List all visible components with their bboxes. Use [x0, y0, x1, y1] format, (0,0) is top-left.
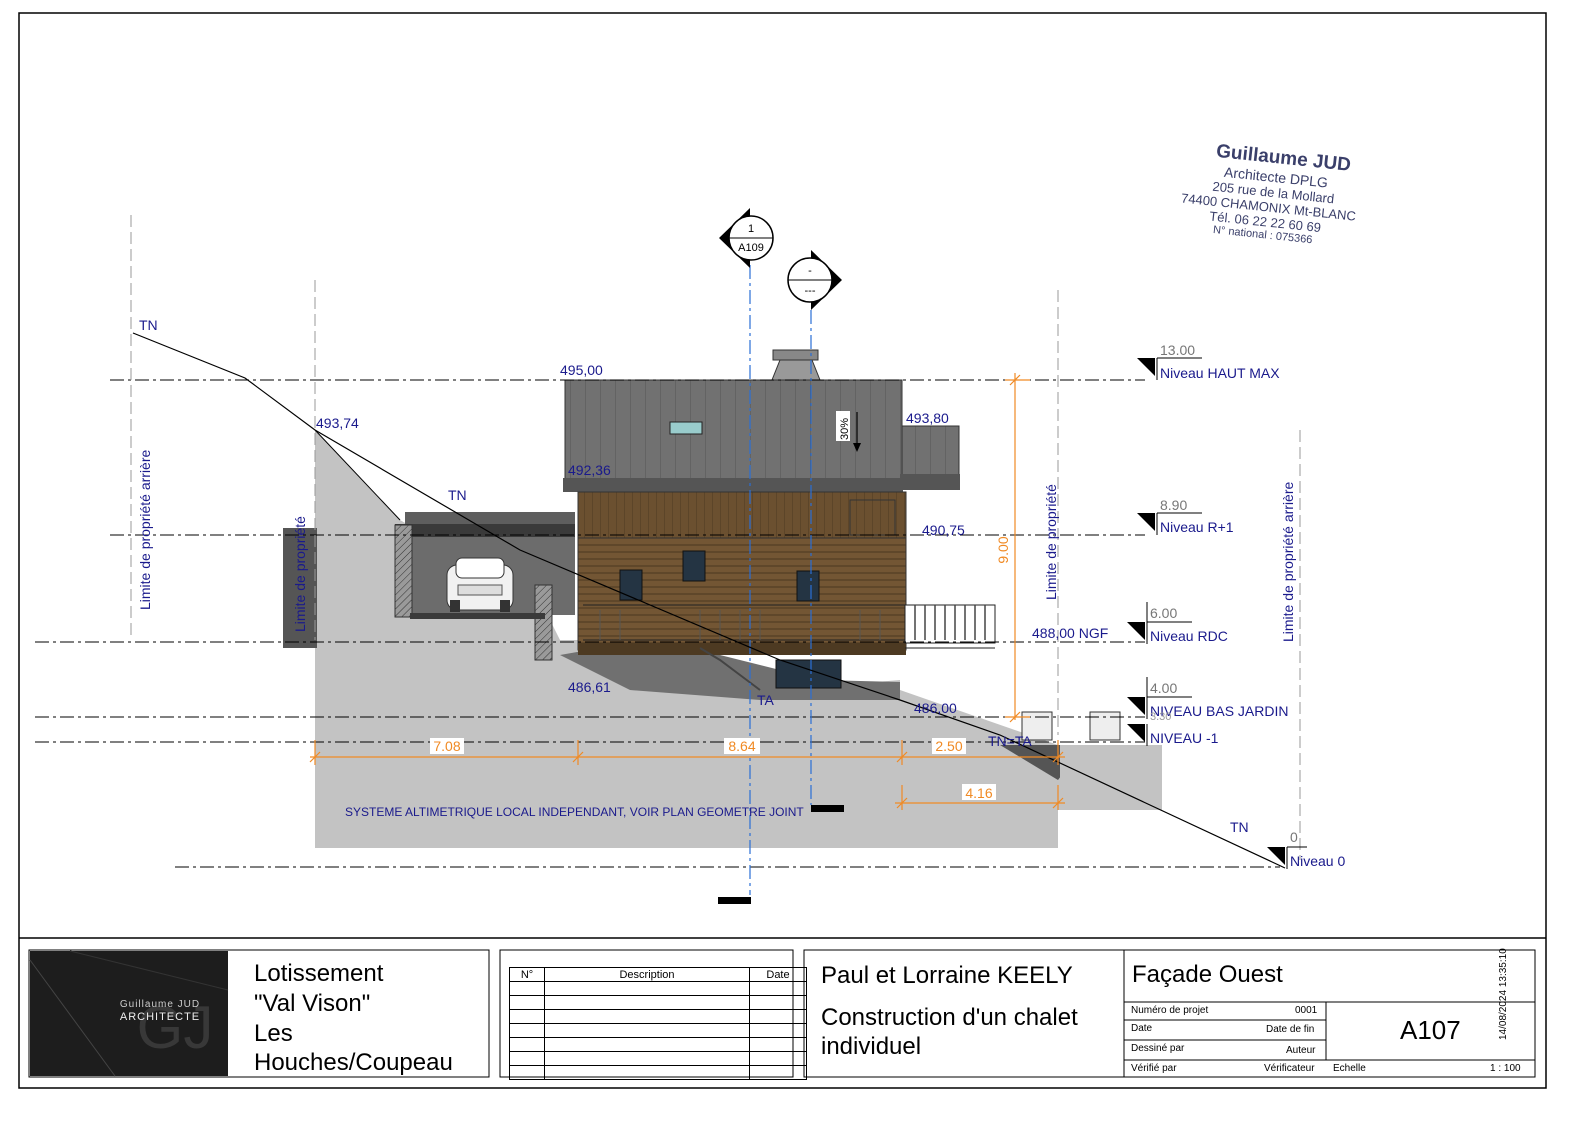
svg-text:Limite de propriété: Limite de propriété [292, 516, 308, 632]
elevation-48600: 486,00 [914, 700, 957, 716]
slope-label: 30% [839, 418, 851, 440]
elevation-48800: 488,00 NGF [1032, 625, 1108, 641]
terrain-natural-line [132, 332, 1286, 869]
section-number: 1 [748, 223, 754, 235]
elevation-495: 495,00 [560, 362, 603, 378]
level-markers [1127, 357, 1307, 869]
dimension-864: 8.64 [728, 738, 755, 754]
level-value: 0 [1290, 829, 1298, 845]
project-line: Construction d'un chalet [821, 1004, 1078, 1031]
field-label: Vérifié par [1131, 1063, 1177, 1074]
dimension-lines [309, 373, 1065, 810]
scale-label: Echelle [1333, 1063, 1366, 1074]
dimension-416: 4.16 [965, 785, 992, 801]
altimetry-note: SYSTEME ALTIMETRIQUE LOCAL INDEPENDANT, … [345, 805, 804, 819]
elevation-49236: 492,36 [568, 462, 611, 478]
location-line: Houches/Coupeau [254, 1049, 453, 1076]
section-sheet: --- [805, 285, 816, 297]
field-label: Dessiné par [1131, 1043, 1185, 1054]
level-name: Niveau R+1 [1160, 519, 1234, 535]
terrain-label: TN [448, 487, 467, 503]
field-value: Auteur [1286, 1045, 1316, 1056]
level-name: Niveau 0 [1290, 853, 1345, 869]
roof-slope: 30% [836, 411, 861, 452]
level-name: Niveau HAUT MAX [1160, 365, 1280, 381]
revision-header-number: N° [509, 967, 545, 982]
elevation-49380: 493,80 [906, 410, 949, 426]
svg-text:Limite de propriété arrière: Limite de propriété arrière [137, 449, 153, 610]
dimension-900: 9.00 [995, 536, 1011, 563]
level-value: 13.00 [1160, 342, 1195, 358]
section-lines [749, 265, 812, 895]
property-limit-labels: Limite de propriété arrière Limite de pr… [137, 449, 1296, 642]
car-icon [446, 557, 514, 612]
section-marker-icon: - --- [787, 250, 842, 310]
level-value: 6.00 [1150, 605, 1177, 621]
dimension-708: 7.08 [433, 738, 460, 754]
terrain-label: TN [139, 317, 158, 333]
logo-mark: GJ [137, 994, 214, 1061]
revision-header-description: Description [544, 967, 750, 982]
elevation-49075: 490,75 [922, 522, 965, 538]
svg-text:Limite de propriété arrière: Limite de propriété arrière [1280, 481, 1296, 642]
section-marker-icon: 1 A109 [719, 208, 774, 268]
field-label: Numéro de projet [1131, 1005, 1209, 1016]
terrain-label: TA [757, 692, 775, 708]
sheet-number: A107 [1400, 1015, 1461, 1045]
sheet-border [18, 12, 1547, 1089]
field-label: Date [1131, 1023, 1153, 1034]
section-number: - [808, 265, 812, 277]
print-timestamp: 14/08/2024 13:35:10 [1498, 948, 1509, 1040]
dimension-labels: 7.08 8.64 2.50 4.16 9.00 [430, 536, 1011, 801]
revision-header-date: Date [749, 967, 807, 982]
field-value: Date de fin [1266, 1024, 1315, 1035]
terrain-label: TN=TA [988, 733, 1032, 749]
architect-stamp: Guillaume JUD Architecte DPLG 205 rue de… [1180, 140, 1446, 294]
sheet-title: Façade Ouest [1132, 961, 1283, 988]
dimension-250: 2.50 [935, 738, 962, 754]
elevation-labels: 495,00 493,74 493,80 492,36 490,75 488,0… [139, 317, 1249, 835]
level-value: 8.90 [1160, 497, 1187, 513]
location-line: Les [254, 1020, 293, 1047]
elevation-49374: 493,74 [316, 415, 359, 431]
level-value: 3.30 [1150, 711, 1171, 723]
field-value: 0001 [1295, 1005, 1318, 1016]
field-value: Vérificateur [1264, 1063, 1315, 1074]
scale-value: 1 : 100 [1490, 1063, 1521, 1074]
svg-text:Limite de propriété: Limite de propriété [1043, 484, 1059, 600]
level-name: Niveau RDC [1150, 628, 1228, 644]
section-sheet: A109 [738, 242, 764, 254]
level-labels: 13.00 Niveau HAUT MAX 8.90 Niveau R+1 6.… [1150, 342, 1345, 869]
level-value: 4.00 [1150, 680, 1177, 696]
level-name: NIVEAU -1 [1150, 730, 1219, 746]
logo-line1: Guillaume JUD [120, 999, 200, 1010]
terrain-label: TN [1230, 819, 1249, 835]
property-limit-lines [130, 215, 1301, 860]
revision-table: N° Description Date [509, 967, 807, 1080]
elevation-48661: 486,61 [568, 679, 611, 695]
project-line: individuel [821, 1033, 922, 1060]
logo: GJ Guillaume JUD ARCHITECTE [29, 950, 229, 1077]
location-line: Lotissement [254, 960, 384, 987]
level-name: NIVEAU BAS JARDIN [1150, 703, 1288, 719]
client-name: Paul et Lorraine KEELY [821, 962, 1073, 989]
chalet [563, 349, 1121, 741]
location-line: "Val Vison" [254, 990, 371, 1017]
logo-line2: ARCHITECTE [120, 1011, 200, 1023]
